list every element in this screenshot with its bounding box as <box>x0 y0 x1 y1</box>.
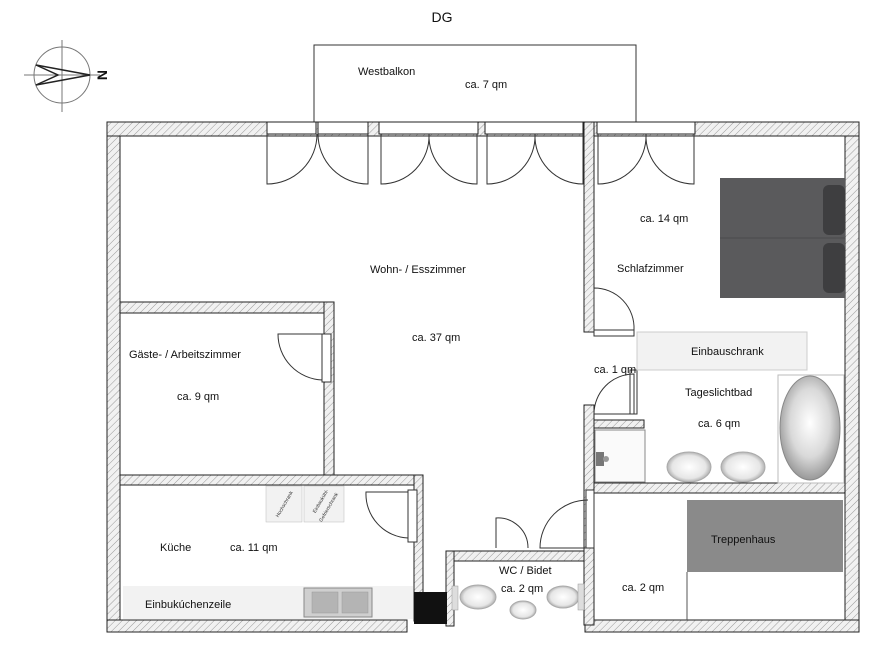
stairwell-label: Treppenhaus <box>711 534 776 546</box>
bath-area: ca. 6 qm <box>698 418 740 430</box>
shower-tray <box>594 429 646 483</box>
room-labels: Westbalkon ca. 7 qm Wohn- / Esszimmer ca… <box>129 66 776 611</box>
kitchen-unit-label: Einbukúchenzeile <box>145 599 231 611</box>
double-bed <box>720 178 845 298</box>
wc-name: WC / Bidet <box>499 565 552 577</box>
built-in-wardrobe <box>636 331 808 371</box>
hall-area: ca. 1 qm <box>594 364 636 376</box>
balcony-door-swings <box>266 133 695 185</box>
kitchen-area: ca. 11 qm <box>230 542 278 554</box>
stairwell-block <box>687 500 843 572</box>
chimney-block <box>414 592 447 624</box>
interior-door-swings <box>277 287 638 549</box>
balcony-window-frames <box>266 121 696 135</box>
balcony-outline <box>313 44 637 123</box>
bathtub <box>777 374 845 484</box>
kitchen-name: Küche <box>160 542 191 554</box>
compass: N <box>24 40 110 112</box>
bath-name: Tageslichtbad <box>685 387 752 399</box>
balcony-name: Westbalkon <box>358 66 415 78</box>
living-area: ca. 37 qm <box>412 332 460 344</box>
wardrobe-label: Einbauschrank <box>691 346 764 358</box>
compass-north-letter: N <box>94 70 110 80</box>
floor-label: DG <box>432 9 453 25</box>
bedroom-area: ca. 14 qm <box>640 213 688 225</box>
kitchen-sink-basin <box>311 591 339 614</box>
wc-area: ca. 2 qm <box>501 583 543 595</box>
bedroom-name: Schlafzimmer <box>617 263 684 275</box>
kitchen-sink-basin-2 <box>341 591 369 614</box>
bath-washbasins <box>666 451 766 483</box>
fridge-cabinet <box>303 485 345 523</box>
compass-icon <box>24 40 100 112</box>
living-name: Wohn- / Esszimmer <box>370 264 466 276</box>
wc-fixtures <box>451 583 585 620</box>
storage-area: ca. 2 qm <box>622 582 664 594</box>
guest-name: Gäste- / Arbeitszimmer <box>129 349 241 361</box>
tall-cabinet <box>265 485 303 523</box>
guest-area: ca. 9 qm <box>177 391 219 403</box>
balcony-area: ca. 7 qm <box>465 79 507 91</box>
